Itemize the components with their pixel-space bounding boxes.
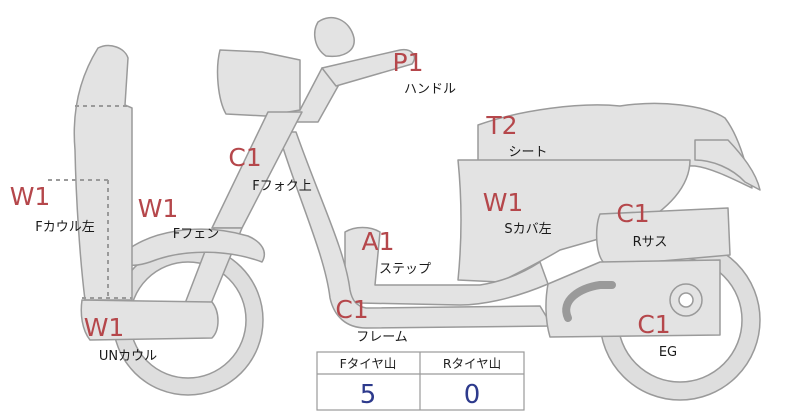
seat-part[interactable] [477,102,753,189]
label-seat: シート [508,145,547,160]
label-engine: EG [659,345,677,360]
label-handle: ハンドル [404,82,456,97]
front-fender-part[interactable] [117,228,266,266]
grade-front-fork-upper: C1 [228,143,261,172]
rear-suspension-part[interactable] [595,207,731,265]
handle-part[interactable] [321,48,416,87]
front-tire-header: Fタイヤ山 [340,356,397,371]
grade-frame: C1 [335,295,368,324]
front-tire-value: 5 [360,380,377,410]
label-frame: フレーム [356,330,408,345]
grade-engine: C1 [637,310,670,339]
muffler-bracket [562,281,616,322]
mirror-part [313,17,355,58]
headlight-part [216,49,301,117]
label-front-fender: Fフェン [173,227,219,242]
rear-tire-value: 0 [464,380,481,410]
rear-hub [669,283,703,317]
tire-tread-table: Fタイヤ山 Rタイヤ山 5 0 [316,351,525,411]
grade-step: A1 [361,227,394,256]
grade-front-fender: W1 [138,194,179,223]
label-front-fork-upper: Fフォク上 [252,179,311,194]
part-annotations: P1 ハンドル T2 シート C1 Fフォク上 W1 Fカウル左 W1 Fフェン… [10,48,677,364]
grade-side-cover-left: W1 [483,188,524,217]
rear-tire-header: Rタイヤ山 [443,356,501,371]
label-under-cowl: UNカウル [99,349,157,364]
grade-handle: P1 [393,48,424,77]
label-front-cowl-left: Fカウル左 [35,220,94,235]
grade-front-cowl-left: W1 [10,182,51,211]
rear-fender-part [694,139,761,191]
grade-seat: T2 [485,111,517,140]
label-side-cover-left: Sカバ左 [504,222,551,237]
engine-part[interactable] [545,259,721,338]
label-step: ステップ [379,262,431,277]
grade-rear-suspension: C1 [616,199,649,228]
grade-under-cowl: W1 [84,313,125,342]
under-cowl-part[interactable] [80,299,219,341]
cowl-divisions [48,105,132,300]
front-cowl-part[interactable] [73,44,133,301]
side-cover-part[interactable] [457,159,691,283]
label-rear-suspension: Rサス [633,235,668,250]
